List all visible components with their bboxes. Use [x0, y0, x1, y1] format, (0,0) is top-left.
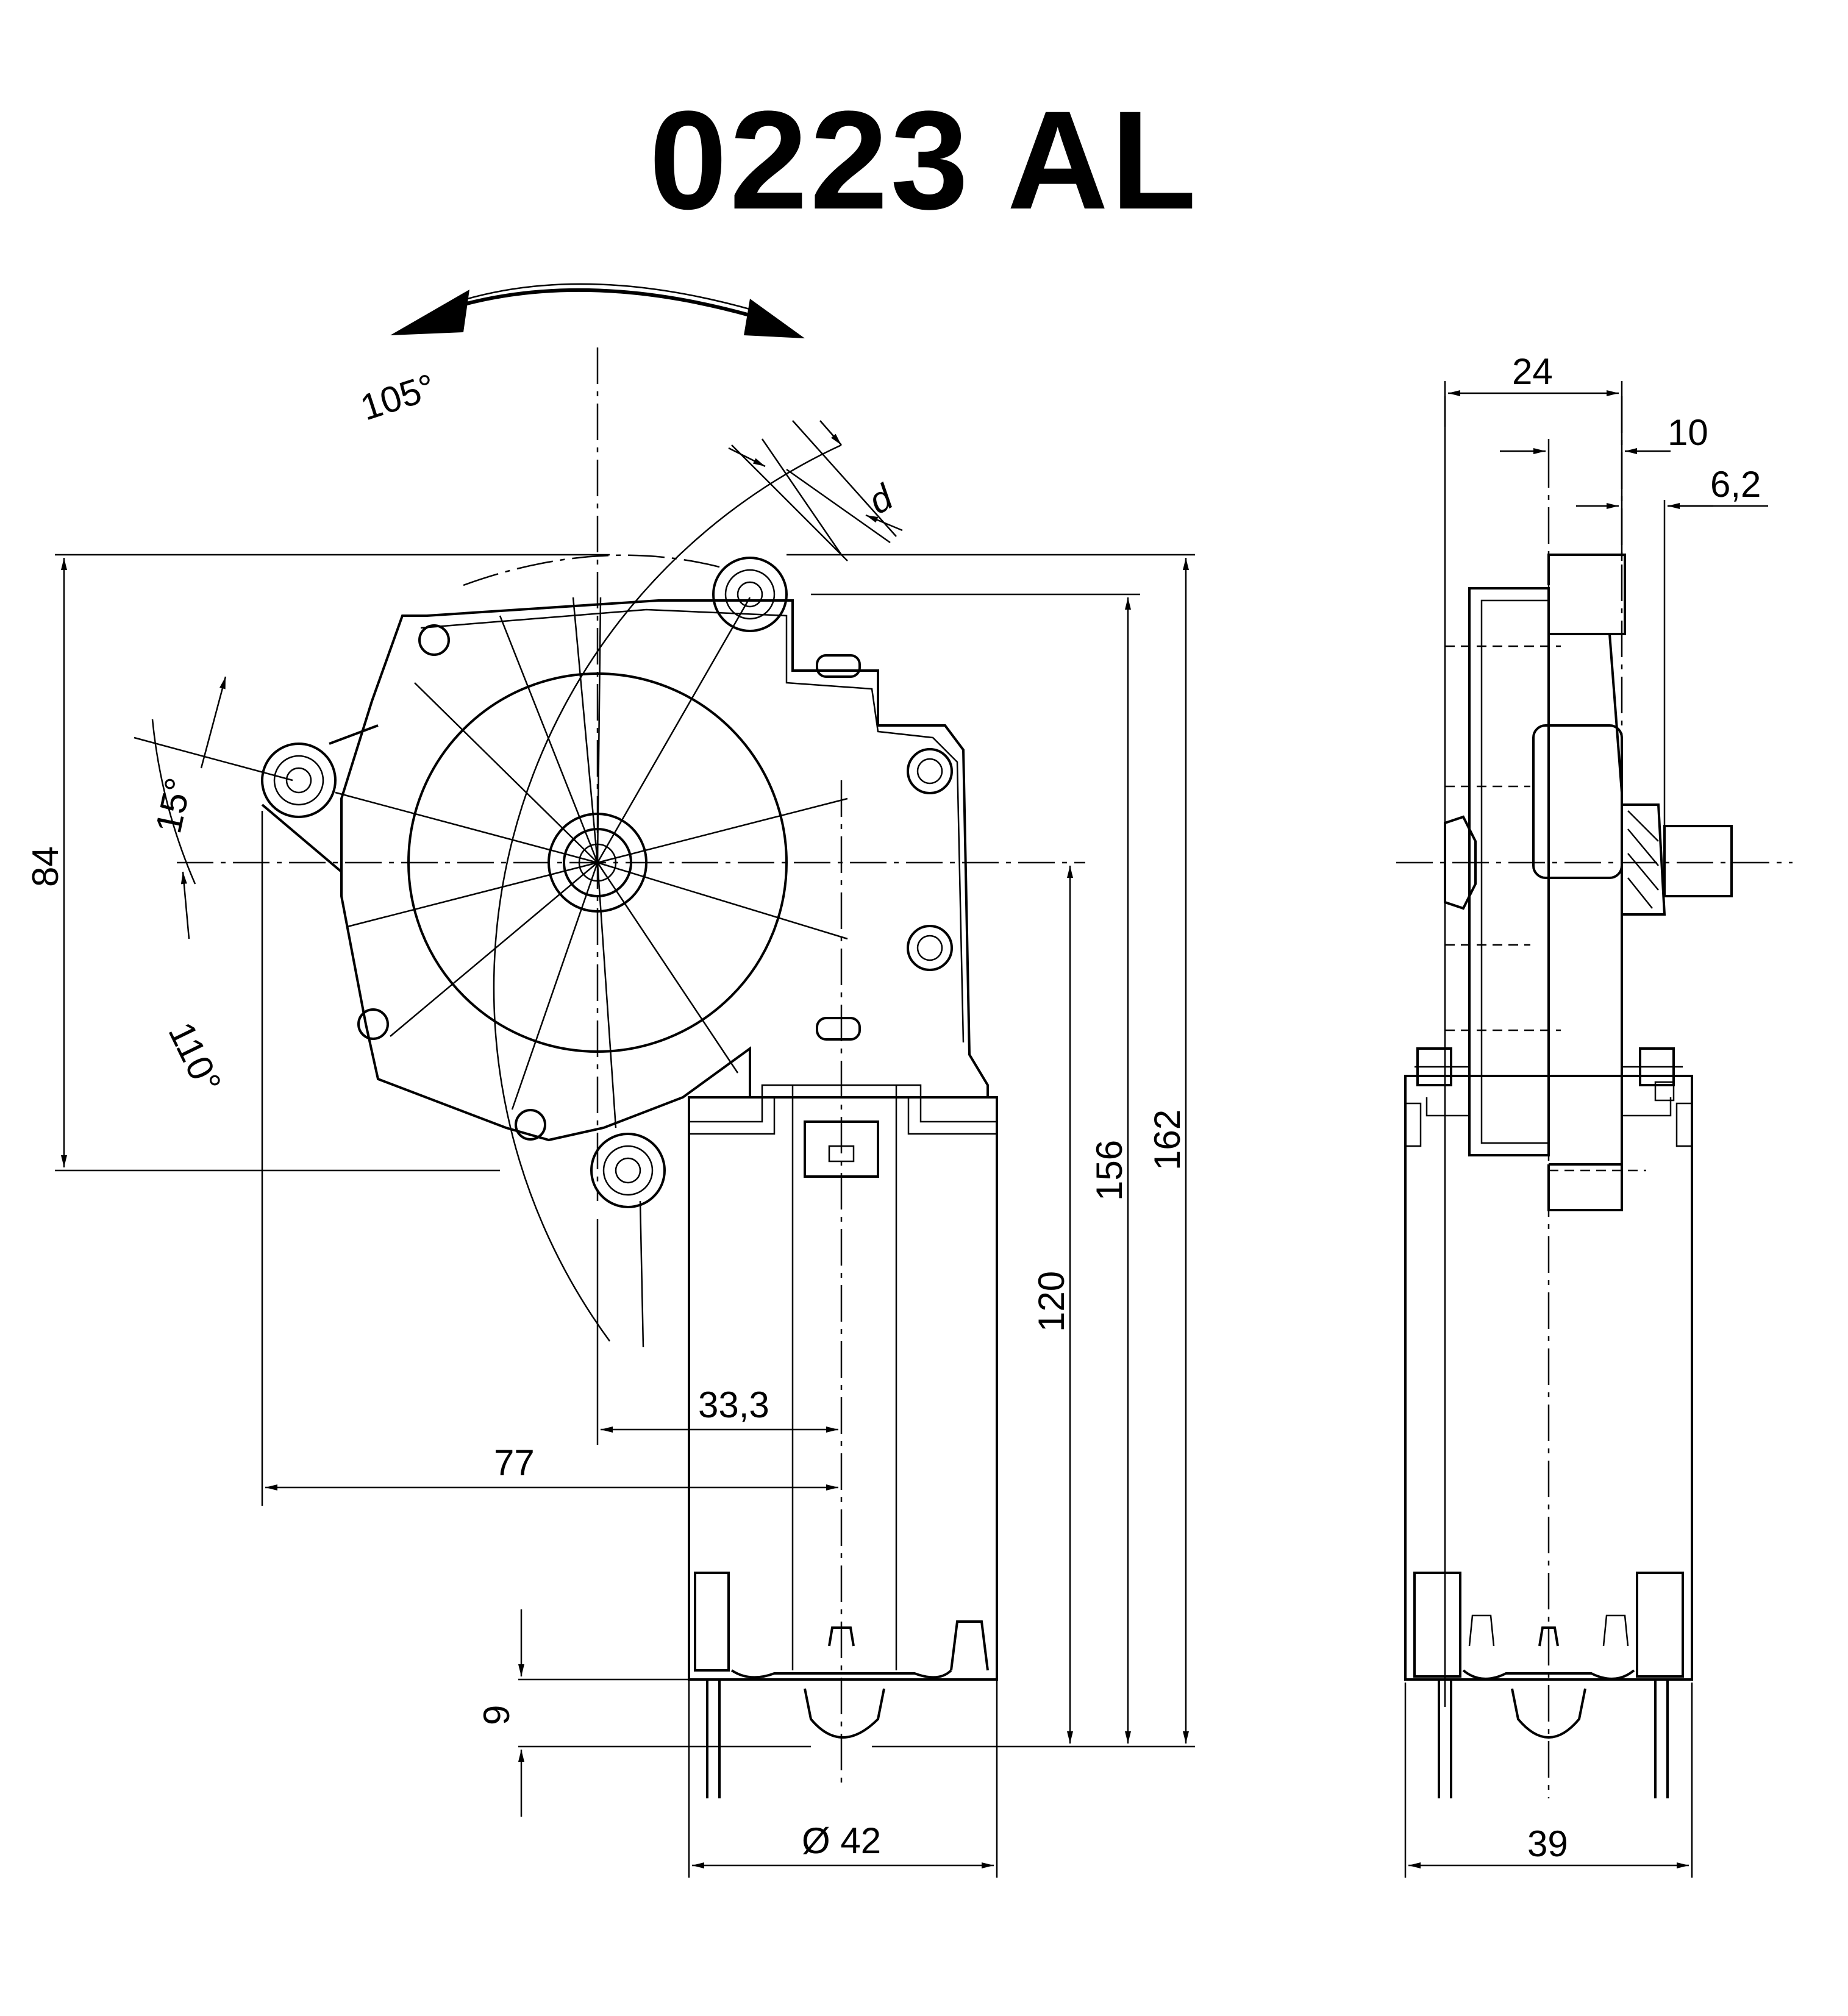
front-dimension-lines [55, 420, 1195, 1878]
screw-holes [357, 624, 953, 1141]
motor-body [688, 1084, 998, 1798]
angle-110-label: 110° [160, 1016, 229, 1099]
width-77-label: 77 [494, 1442, 535, 1483]
drawing-title: 0223 AL [649, 82, 1199, 238]
height-84-label: 84 [25, 846, 66, 887]
height-156-label: 156 [1089, 1140, 1130, 1201]
side-dimension-lines [1404, 381, 1768, 1878]
side-view [1396, 396, 1793, 1798]
mounting-lug-left [261, 724, 379, 873]
front-centerlines [177, 347, 1085, 1786]
front-arcs [151, 420, 897, 1342]
angle-15-label: 15° [148, 774, 199, 837]
height-9-label: 9 [476, 1705, 517, 1725]
rotation-arrow-icon [390, 283, 805, 338]
side-10-label: 10 [1668, 412, 1708, 453]
side-6-2-label: 6,2 [1710, 464, 1761, 505]
width-33-3-label: 33,3 [698, 1384, 769, 1425]
angle-105-label: 105° [355, 366, 440, 428]
side-39-label: 39 [1527, 1823, 1568, 1864]
side-24-label: 24 [1512, 351, 1553, 392]
diameter-42-label: Ø 42 [802, 1820, 881, 1861]
gear-housing [340, 599, 989, 1142]
height-162-label: 162 [1147, 1110, 1188, 1170]
gear-spokes [335, 597, 848, 1128]
height-120-label: 120 [1031, 1271, 1072, 1332]
mounting-lug-top-right [712, 557, 788, 632]
mounting-lug-bottom [590, 1133, 666, 1208]
